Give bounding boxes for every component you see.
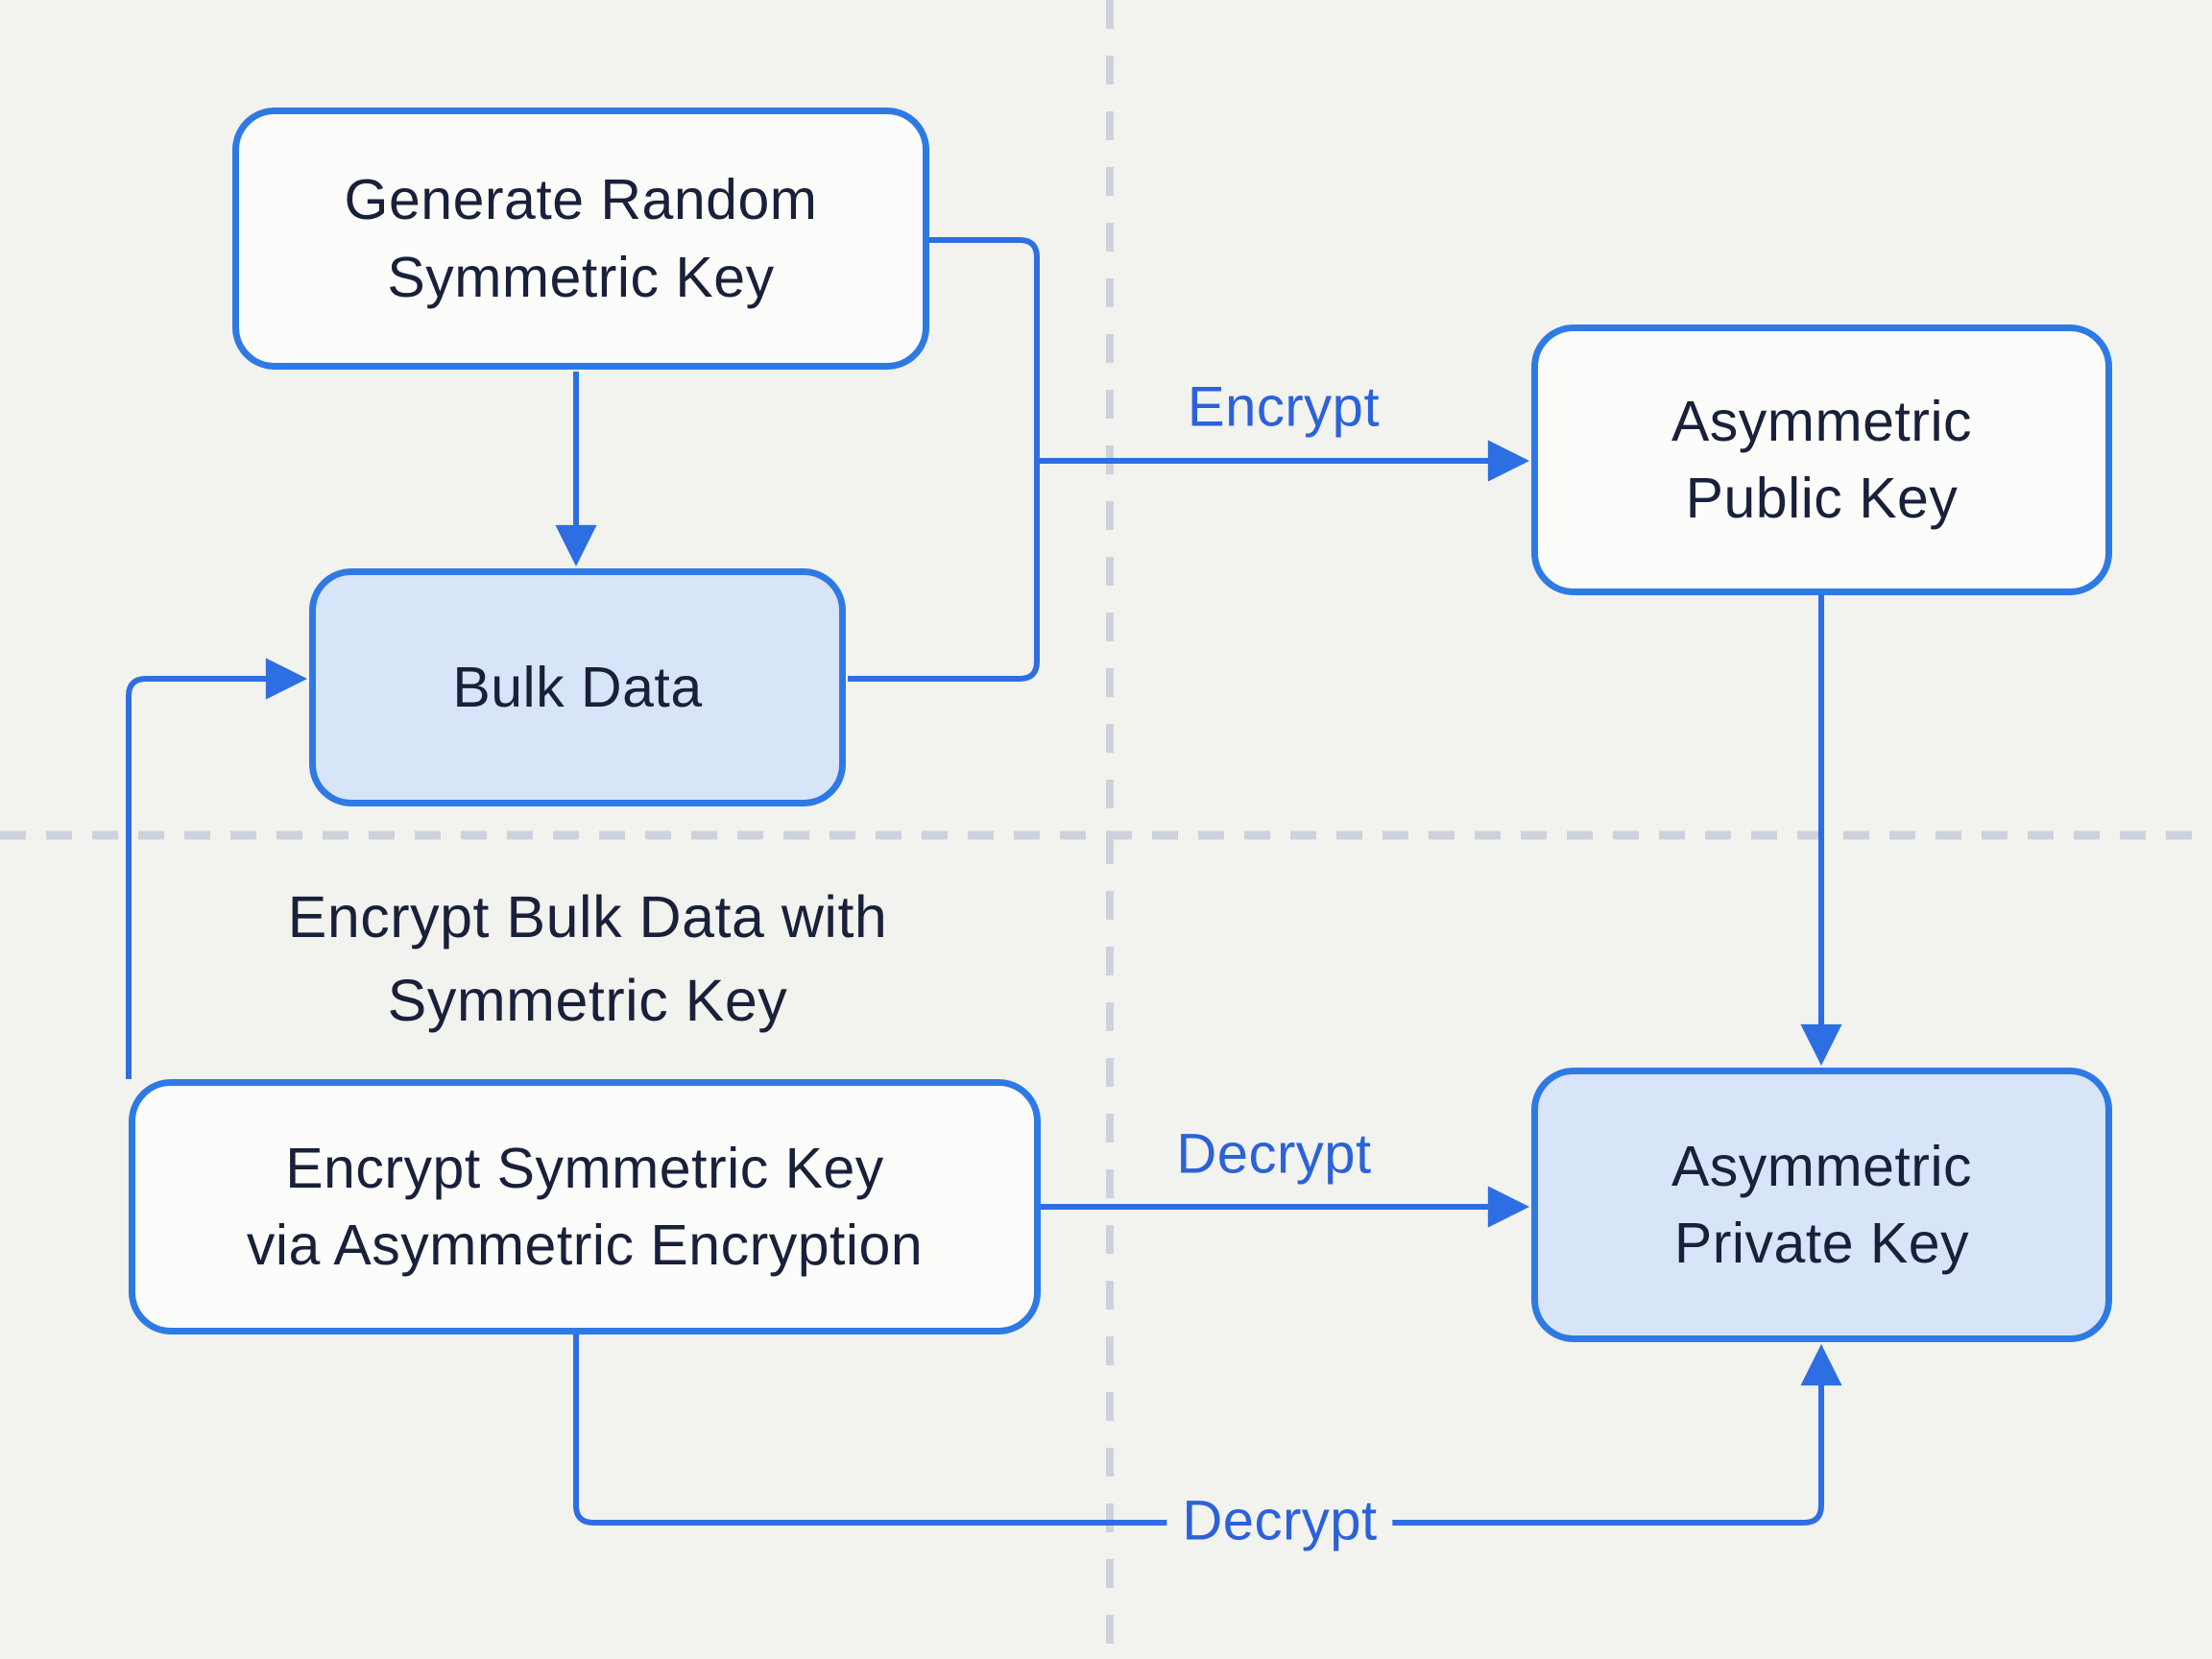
edge-label-decrypt-mid: Decrypt: [1176, 1122, 1372, 1186]
node-asymmetric-public-key: Asymmetric Public Key: [1531, 325, 2112, 595]
node-encrypt-symmetric-key: Encrypt Symmetric Key via Asymmetric Enc…: [129, 1079, 1041, 1334]
edge-feedback-to-bulkdata: [126, 658, 308, 1079]
edge-label-decrypt-bottom: Decrypt: [1166, 1484, 1393, 1557]
edge-label-encrypt: Encrypt: [1187, 375, 1381, 439]
node-generate-symmetric-key: Generate Random Symmetric Key: [232, 108, 929, 370]
caption-encrypt-bulk-data: Encrypt Bulk Data with Symmetric Key: [287, 884, 888, 1033]
node-asymmetric-private-key: Asymmetric Private Key: [1531, 1068, 2112, 1342]
node-bulk-data: Bulk Data: [309, 568, 846, 806]
